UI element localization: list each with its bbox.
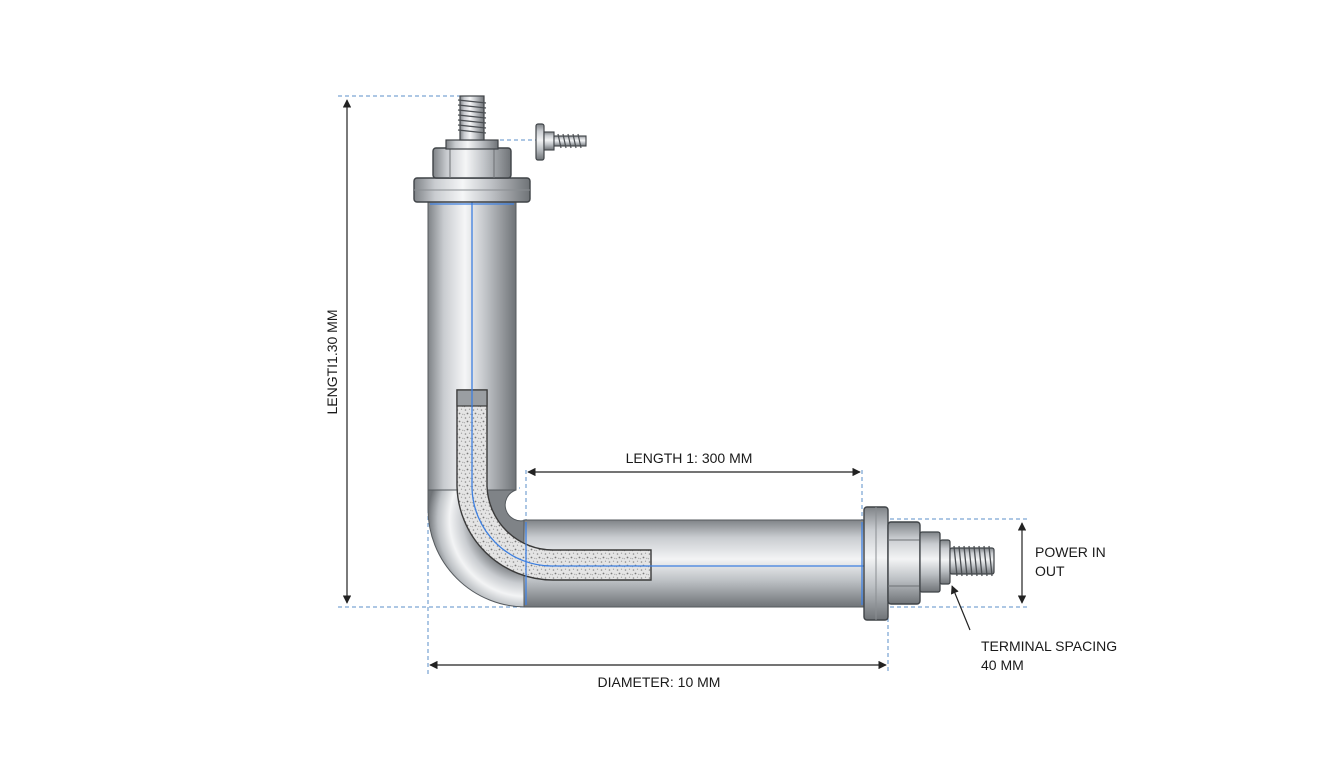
tube-bend <box>427 489 527 608</box>
terminal-screw <box>535 123 587 161</box>
label-diameter: DIAMETER: 10 MM <box>598 674 721 690</box>
right-hex-nut <box>887 521 951 605</box>
right-flange <box>863 506 889 621</box>
label-length-vertical: LENGTI1.30 MM <box>324 309 340 414</box>
label-power-out: OUT <box>1035 563 1065 579</box>
top-hex-nut <box>432 139 512 179</box>
top-threaded-stud <box>457 95 487 141</box>
dimension-lines <box>342 99 1027 670</box>
right-threaded-stud <box>949 545 995 577</box>
label-terminal-spacing-value: 40 MM <box>981 657 1024 673</box>
label-length-horizontal: LENGTH 1: 300 MM <box>626 450 753 466</box>
label-terminal-spacing: TERMINAL SPACING <box>981 638 1117 654</box>
top-flange <box>413 177 531 203</box>
label-power-in: POWER IN <box>1035 544 1106 560</box>
leader-terminal-spacing <box>950 585 971 631</box>
insulation-core <box>456 389 652 581</box>
